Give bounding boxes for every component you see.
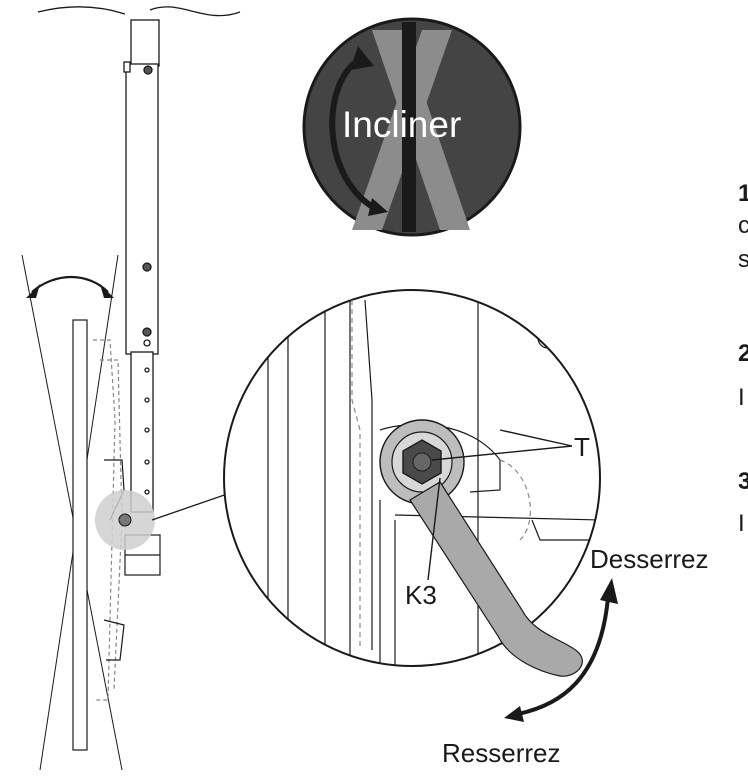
tilt-range-arrow bbox=[26, 275, 114, 298]
step-1-number: 1 bbox=[738, 180, 748, 207]
loosen-label: Desserrez bbox=[590, 544, 709, 574]
step-2-text-line2: I bbox=[738, 384, 745, 411]
step-3-text-line2: I bbox=[738, 510, 745, 537]
step-3-number: 3 bbox=[738, 468, 748, 495]
callout-lines bbox=[427, 429, 573, 581]
pivot-bolt-small bbox=[118, 513, 132, 527]
tighten-label: Resserrez bbox=[442, 738, 561, 768]
step-1-text-line3: s bbox=[738, 246, 748, 273]
step-2-number: 2 bbox=[738, 340, 748, 367]
incliner-icon bbox=[302, 17, 522, 237]
incliner-label: Incliner bbox=[342, 104, 462, 145]
step-1-text-line2: c bbox=[738, 212, 748, 239]
magnified-detail bbox=[223, 289, 601, 677]
mounting-pole bbox=[123, 19, 160, 513]
callout-pivot-label: T bbox=[574, 432, 590, 462]
ceiling-outline bbox=[37, 6, 241, 17]
callout-lever-label: K3 bbox=[405, 580, 437, 610]
loosen-tighten-arrow bbox=[504, 578, 618, 722]
